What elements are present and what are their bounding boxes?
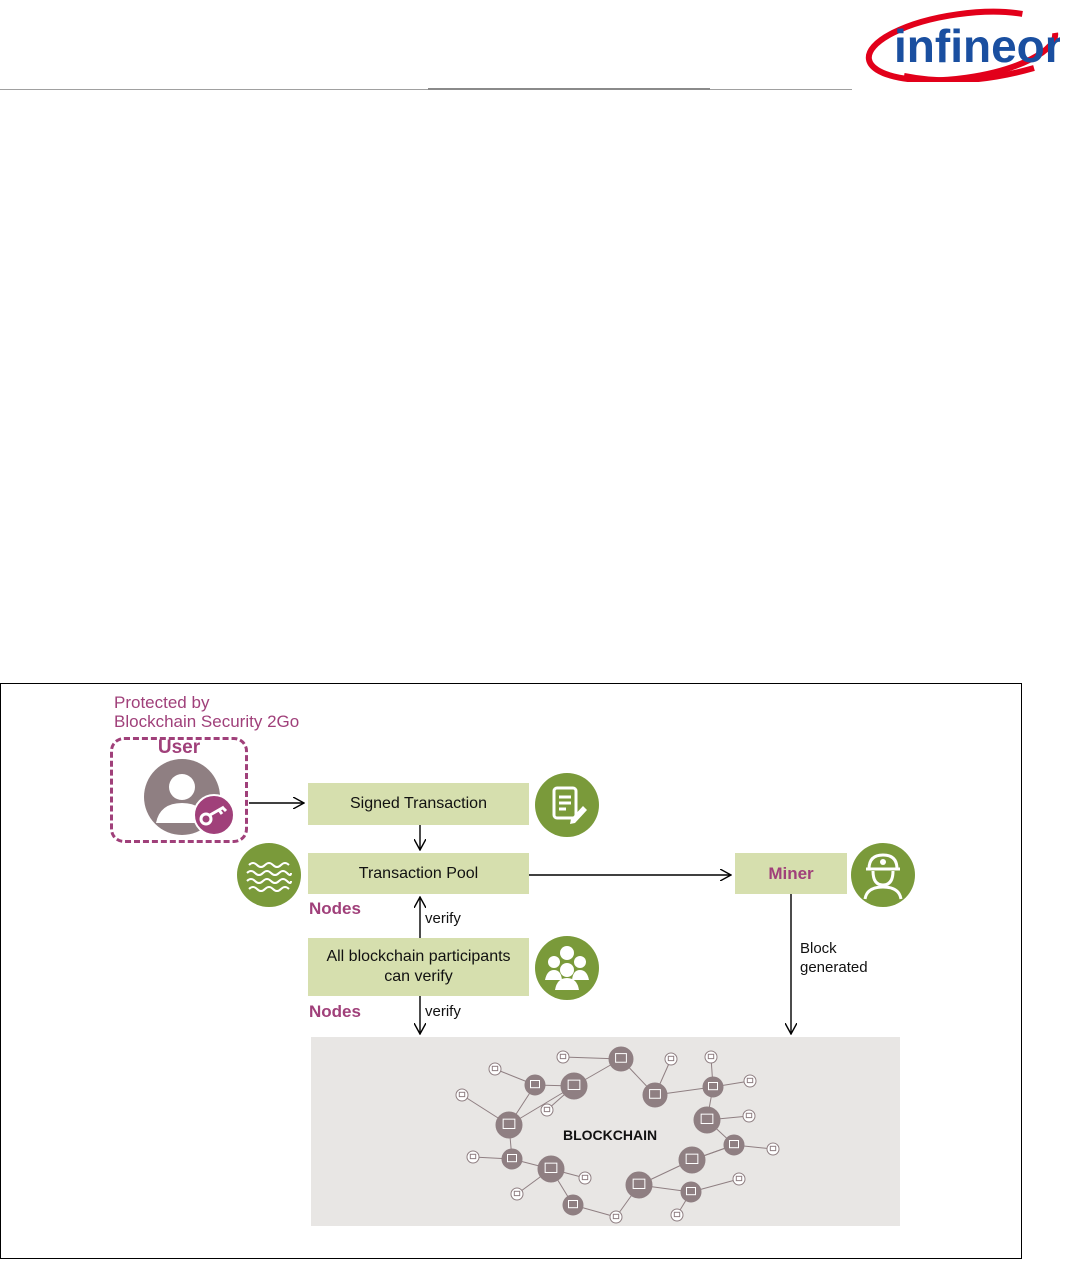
network-node-icon xyxy=(724,1135,744,1155)
network-node-icon xyxy=(563,1195,583,1215)
user-label: User xyxy=(110,737,248,759)
network-node-icon xyxy=(694,1107,720,1133)
block-generated-label: Block generated xyxy=(800,939,868,977)
key-icon xyxy=(194,795,234,835)
network-node-icon xyxy=(609,1047,633,1071)
participants-box: All blockchain participants can verify xyxy=(308,938,529,996)
network-node-icon xyxy=(744,1075,756,1087)
network-node-icon xyxy=(705,1051,717,1063)
protected-caption: Protected by Blockchain Security 2Go xyxy=(114,693,299,731)
network-node-icon xyxy=(579,1172,591,1184)
network-node-icon xyxy=(496,1112,522,1138)
miner-helmet-icon xyxy=(851,843,915,907)
protected-line-1: Protected by xyxy=(114,693,299,712)
network-node-icon xyxy=(643,1083,667,1107)
network-node-icon xyxy=(679,1147,705,1173)
header-rule xyxy=(0,89,852,90)
signed-transaction-label: Signed Transaction xyxy=(350,794,487,814)
blockchain-label: BLOCKCHAIN xyxy=(563,1127,657,1143)
infineon-logo: infineon xyxy=(864,6,1060,82)
header-rule-accent xyxy=(428,88,710,90)
network-node-icon xyxy=(467,1151,479,1163)
network-node-icon xyxy=(626,1172,652,1198)
network-node-icon xyxy=(525,1075,545,1095)
network-node-icon xyxy=(502,1149,522,1169)
document-edit-icon xyxy=(535,773,599,837)
signed-transaction-box: Signed Transaction xyxy=(308,783,529,825)
transaction-pool-box: Transaction Pool xyxy=(308,853,529,894)
network-node-icon xyxy=(489,1063,501,1075)
svg-text:infineon: infineon xyxy=(894,20,1060,72)
verify-label-2: verify xyxy=(425,1002,461,1021)
network-node-icon xyxy=(456,1089,468,1101)
verify-label-1: verify xyxy=(425,909,461,928)
network-node-icon xyxy=(733,1173,745,1185)
network-node-icon xyxy=(703,1077,723,1097)
block-line-2: generated xyxy=(800,958,868,977)
participants-line-1: All blockchain participants xyxy=(326,947,510,967)
network-node-icon xyxy=(767,1143,779,1155)
user-icon xyxy=(140,757,240,837)
network-node-icon xyxy=(610,1211,622,1223)
block-line-1: Block xyxy=(800,939,868,958)
network-node-icon xyxy=(541,1104,553,1116)
participants-line-2: can verify xyxy=(384,967,452,987)
pool-waves-icon xyxy=(237,843,301,907)
network-node-icon xyxy=(557,1051,569,1063)
network-node-icon xyxy=(743,1110,755,1122)
network-node-icon xyxy=(681,1182,701,1202)
protected-line-2: Blockchain Security 2Go xyxy=(114,712,299,731)
transaction-pool-label: Transaction Pool xyxy=(359,864,478,884)
network-node-icon xyxy=(511,1188,523,1200)
group-people-icon xyxy=(535,936,599,1000)
miner-box: Miner xyxy=(735,853,847,894)
nodes-label-2: Nodes xyxy=(309,1002,361,1022)
network-node-icon xyxy=(538,1156,564,1182)
nodes-label-1: Nodes xyxy=(309,899,361,919)
network-node-icon xyxy=(665,1053,677,1065)
network-node-icon xyxy=(671,1209,683,1221)
network-node-icon xyxy=(561,1073,587,1099)
miner-label: Miner xyxy=(768,864,813,884)
